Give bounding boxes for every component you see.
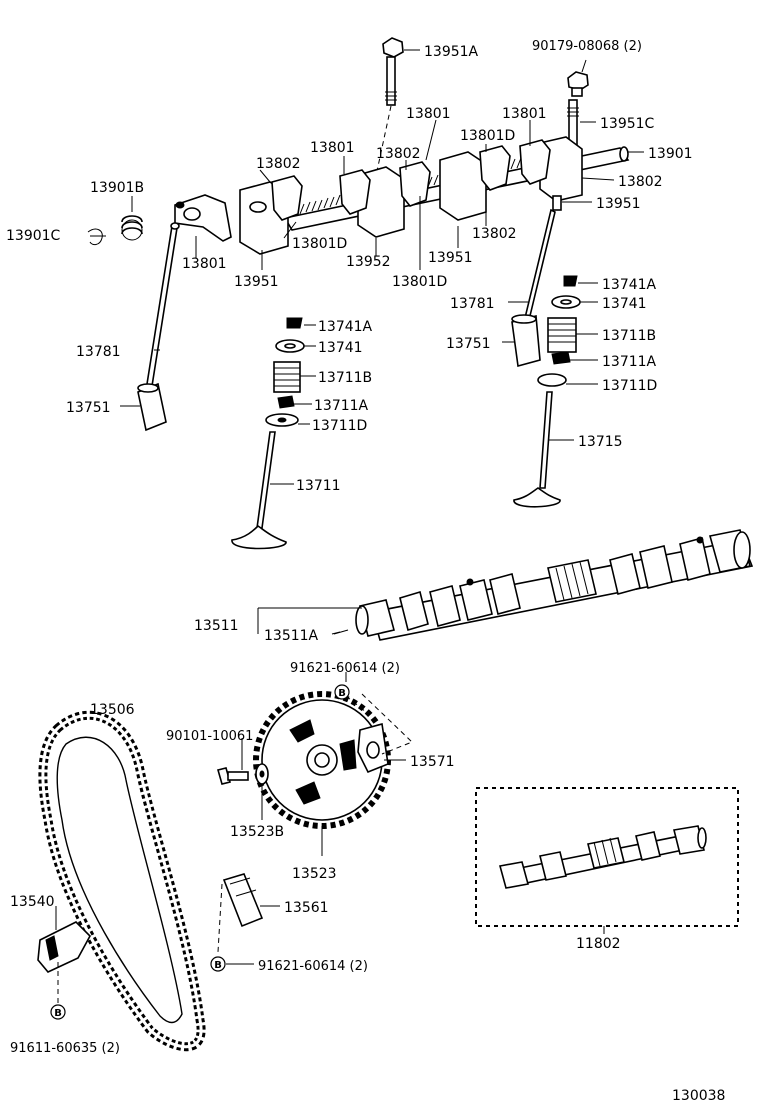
label-13711D-left: 13711D [312,418,367,434]
valve-stack-left [231,317,305,550]
label-13801D-b: 13801D [392,274,447,290]
label-13561: 13561 [284,900,329,916]
svg-text:B: B [338,688,346,699]
timing-chain-13506 [38,710,206,1052]
label-91611-60635: 91611-60635 (2) [10,1041,120,1056]
label-13711B-left: 13711B [318,370,372,386]
label-91621-60614-b: 91621-60614 (2) [258,959,368,974]
pushrod-left [146,222,180,388]
rocker-arm-left [174,194,232,242]
part-labels: 13951A 90179-08068 (2) 13951C 13901 1380… [6,39,725,1104]
label-13751-right: 13751 [446,336,491,352]
label-90179-08068: 90179-08068 (2) [532,39,642,54]
valve-stack-right [513,275,581,508]
label-13801-b: 13801 [502,106,547,122]
label-13951-right: 13951 [596,196,641,212]
bolt-marker-b2: B [210,956,226,972]
label-13711: 13711 [296,478,341,494]
label-13711A-left: 13711A [314,398,369,414]
camshaft [331,529,754,641]
figure-number: 130038 [672,1088,725,1104]
label-13571: 13571 [410,754,455,770]
svg-text:B: B [54,1008,62,1019]
label-13901B: 13901B [90,180,144,196]
label-13751-left: 13751 [66,400,111,416]
label-13741A-left: 13741A [318,319,373,335]
label-13952: 13952 [346,254,391,270]
label-13951-left: 13951 [234,274,279,290]
pushrod-right [524,208,556,322]
lifter-right [511,314,541,368]
label-13711A-right: 13711A [602,354,657,370]
lifter-left [137,382,167,432]
label-13801D-top: 13801D [460,128,515,144]
bolt-13951A [373,37,404,186]
label-13741A-right: 13741A [602,277,657,293]
label-13781-right: 13781 [450,296,495,312]
label-13511A: 13511A [264,628,319,644]
label-13802-a: 13802 [256,156,301,172]
label-13901C: 13901C [6,228,61,244]
plate-13571 [345,693,413,774]
label-13540: 13540 [10,894,55,910]
label-13801-c: 13801 [310,140,355,156]
label-13741-left: 13741 [318,340,363,356]
label-91621-60614-a: 91621-60614 (2) [290,661,400,676]
label-13715: 13715 [578,434,623,450]
label-13801-left: 13801 [182,256,227,272]
svg-text:B: B [214,960,222,971]
label-13802-right: 13802 [618,174,663,190]
label-13951-mid: 13951 [428,250,473,266]
tensioner-13540 [37,921,91,1004]
label-11802: 11802 [576,936,621,952]
label-13523B: 13523B [230,824,284,840]
nut-90179 [567,71,589,147]
label-13802-c: 13802 [472,226,517,242]
rocker-shaft-assembly [239,136,630,255]
label-90101-10061: 90101-10061 [166,729,253,744]
bolt-marker-b3: B [50,1004,66,1020]
leader-lines [55,49,644,965]
label-13801-a: 13801 [406,106,451,122]
bolt-marker-b1: B [334,684,350,700]
label-13781-left: 13781 [76,344,121,360]
label-13711B-right: 13711B [602,328,656,344]
clip-13901C [87,228,103,246]
bolt-90101 [217,767,249,785]
label-13523: 13523 [292,866,337,882]
washer-13523B [255,763,269,785]
label-13511: 13511 [194,618,239,634]
label-13951C: 13951C [600,116,655,132]
camshaft-assy-11802 [475,787,739,927]
label-13506: 13506 [90,702,135,718]
label-13711D-right: 13711D [602,378,657,394]
label-13741-right: 13741 [602,296,647,312]
label-13801D-a: 13801D [292,236,347,252]
label-13802-b: 13802 [376,146,421,162]
label-13951A: 13951A [424,44,479,60]
damper-13561 [217,873,264,953]
label-13901: 13901 [648,146,693,162]
spring-13901B [121,215,143,241]
